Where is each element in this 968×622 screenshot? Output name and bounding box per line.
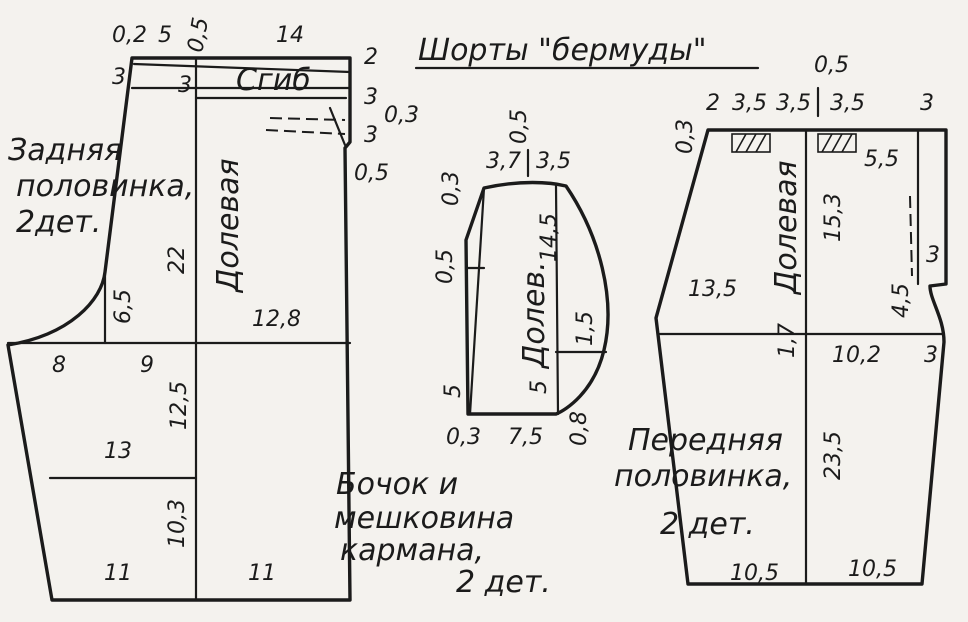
back-dim-top-b: 5 xyxy=(158,23,172,48)
back-dim-h103: 10,3 xyxy=(165,499,190,548)
pocket-dim-bottom-03: 0,3 xyxy=(446,425,481,450)
back-name-line3: 2дет. xyxy=(16,205,101,240)
back-name-line2: половинка, xyxy=(16,169,194,204)
pocket-dim-right-15: 1,5 xyxy=(573,311,598,346)
front-dim-h235: 23,5 xyxy=(821,431,846,480)
back-dim-right-2: 2 xyxy=(364,45,378,70)
front-fly-dash xyxy=(909,195,913,277)
front-grain-label: Долевая xyxy=(769,160,804,296)
pocket-dim-left-03: 0,3 xyxy=(439,171,464,206)
front-half-outline xyxy=(654,128,948,586)
front-dim-left-03: 0,3 xyxy=(673,119,698,154)
front-dim-bottom-105a: 10,5 xyxy=(730,561,779,586)
front-dim-bottom-105b: 10,5 xyxy=(848,557,897,582)
back-half-piece: 0,2 5 0,5 14 3 3 Сгиб 2 3 0,3 3 0,5 Задн… xyxy=(6,15,419,602)
back-dim-top-d: 14 xyxy=(276,23,304,48)
back-dim-bottom-11a: 11 xyxy=(104,561,132,586)
front-half-piece: 0,5 2 3,5 3,5 3,5 3 0,3 5,5 Долевая 15,3… xyxy=(614,53,948,586)
pocket-name-line4: 2 дет. xyxy=(456,565,551,600)
pocket-inner-line xyxy=(468,186,486,416)
back-dim-bottom-11b: 11 xyxy=(248,561,276,586)
back-dim-top-a: 0,2 xyxy=(112,23,147,48)
back-dart-dash-1 xyxy=(269,117,346,121)
pocket-dim-bottom-75: 7,5 xyxy=(508,425,543,450)
back-dim-w8: 8 xyxy=(52,353,66,378)
back-dim-w9: 9 xyxy=(140,353,154,378)
back-dim-right-03: 0,3 xyxy=(384,103,419,128)
front-dim-top-35b: 3,5 xyxy=(776,91,811,116)
back-dim-right-3b: 3 xyxy=(364,123,378,148)
front-dim-right-3b: 3 xyxy=(924,343,938,368)
back-dim-h125: 12,5 xyxy=(167,381,192,430)
back-name-line1: Задняя xyxy=(8,133,122,168)
pocket-dim-left-05: 0,5 xyxy=(433,249,458,284)
front-dim-w135: 13,5 xyxy=(688,277,737,302)
pocket-dim-inner-5: 5 xyxy=(527,380,552,394)
pocket-dim-top-05: 0,5 xyxy=(507,109,532,144)
back-fold-top xyxy=(132,62,352,74)
front-name-line2: половинка, xyxy=(614,459,792,494)
back-dim-inner-3: 3 xyxy=(178,73,192,98)
front-name-line1: Передняя xyxy=(628,423,783,458)
pocket-name-line2: мешковина xyxy=(334,501,514,536)
back-dim-right-05: 0,5 xyxy=(354,161,389,186)
back-dim-h22: 22 xyxy=(165,246,190,274)
front-dim-w102: 10,2 xyxy=(832,343,881,368)
back-dart-dash-2 xyxy=(265,129,346,135)
pocket-dim-bottom-08: 0,8 xyxy=(567,411,592,446)
pocket-piece: 0,5 3,7 3,5 0,3 14,5 0,5 Долев. 1,5 5 5 … xyxy=(334,109,610,600)
back-fold-label: Сгиб xyxy=(236,63,311,98)
front-dim-top-35a: 3,5 xyxy=(732,91,767,116)
front-name-line3: 2 дет. xyxy=(660,507,755,542)
back-dim-right-3a: 3 xyxy=(364,85,378,110)
pocket-dim-top-37: 3,7 xyxy=(486,149,521,174)
pocket-name-line3: кармана, xyxy=(340,533,484,568)
pocket-outline xyxy=(464,180,610,416)
front-pleat-1 xyxy=(731,133,771,153)
front-dim-top-05: 0,5 xyxy=(814,53,849,78)
back-grain-label: Долевая xyxy=(211,158,246,294)
back-half-outline xyxy=(6,56,352,602)
back-dim-left-3: 3 xyxy=(112,65,126,90)
pocket-dim-left-5: 5 xyxy=(441,384,466,398)
back-dart-side xyxy=(328,106,347,147)
front-dim-h17: 1,7 xyxy=(775,323,800,358)
front-dim-right-3a: 3 xyxy=(926,243,940,268)
front-dim-top-35c: 3,5 xyxy=(830,91,865,116)
pocket-name-line1: Бочок и xyxy=(336,467,458,502)
front-dim-right-55: 5,5 xyxy=(864,147,899,172)
front-pleat-2 xyxy=(817,133,857,153)
pocket-dim-top-35: 3,5 xyxy=(536,149,571,174)
back-dim-top-c: 0,5 xyxy=(183,15,214,54)
back-dim-w13: 13 xyxy=(104,439,132,464)
diagram-title: Шорты "бермуды" xyxy=(418,33,707,68)
front-dim-right-45: 4,5 xyxy=(889,283,914,318)
pocket-grain-line xyxy=(554,184,560,416)
front-dim-h153: 15,3 xyxy=(821,193,846,242)
front-dim-top-2: 2 xyxy=(706,91,720,116)
front-dim-top-3: 3 xyxy=(920,91,934,116)
pocket-grain-label: Долев. xyxy=(517,261,552,370)
back-dim-w128: 12,8 xyxy=(252,307,301,332)
pocket-dim-h145: 14,5 xyxy=(537,213,562,262)
back-dim-crotch-65: 6,5 xyxy=(111,289,136,324)
